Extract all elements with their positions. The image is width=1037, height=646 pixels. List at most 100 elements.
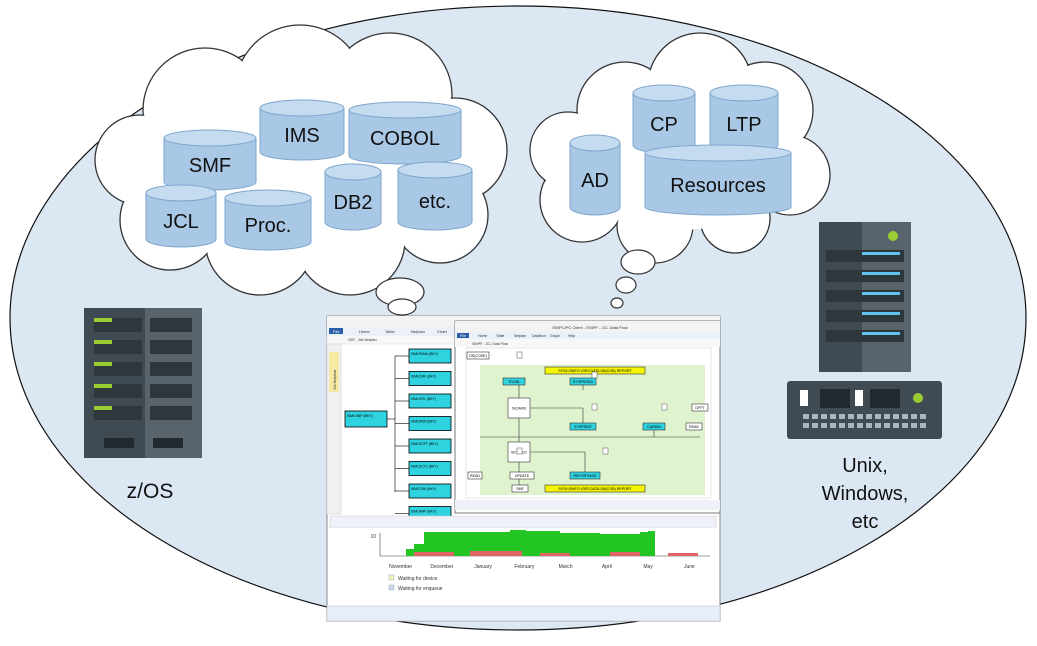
platform-line-1: Unix, — [842, 455, 888, 477]
ribbon-tab[interactable]: File — [333, 329, 340, 334]
cylinder-jcl: JCL — [145, 184, 217, 248]
pc-client-screenshot: ISNPC/PC Client - CBT - Job NetplanFileH… — [326, 315, 721, 622]
platform-line-3: etc — [851, 511, 879, 533]
x-tick-label: November — [389, 564, 412, 570]
cylinder-ad: AD — [569, 134, 621, 216]
child-job-node[interactable]: ISMLMSN (BKY) — [411, 420, 436, 424]
ribbon-tab[interactable]: Dataflow — [532, 334, 546, 338]
x-tick-label: January — [474, 564, 492, 570]
flow-node-right_edge[interactable]: READ — [685, 422, 703, 431]
flow-node-sysprint[interactable]: SYSPRINT — [569, 422, 597, 431]
ribbon-tab[interactable]: Home — [478, 334, 487, 338]
bar-device — [560, 533, 600, 556]
cylinder-label: AD — [581, 170, 609, 192]
legend-label: Waiting for enqueue — [398, 586, 443, 592]
child-job-node[interactable]: ISMLUCTL (BKY) — [411, 465, 438, 469]
tower-server-icon — [819, 222, 911, 372]
flow-node-label: DS(COSE) — [469, 354, 487, 358]
ribbon-tab[interactable]: Netplan — [411, 329, 425, 334]
flow-node-label: READ — [470, 474, 480, 478]
bar-device — [510, 530, 526, 556]
cylinder-label: etc. — [419, 191, 451, 213]
x-tick-label: March — [559, 564, 573, 570]
legend-swatch — [388, 574, 395, 581]
child-job-node[interactable]: ISMLGRL (BKY) — [411, 397, 436, 401]
bar-enqueue — [668, 553, 698, 556]
legend-swatch — [388, 584, 395, 591]
mainframe-server-icon — [84, 308, 202, 458]
flow-node-cardin[interactable]: CARDIN — [642, 422, 666, 431]
flow-node-label: SYS4.ISNFO.V3R3.DATA.DB(COB) REPORT — [558, 487, 632, 491]
flow-node-step1[interactable]: ISCAMS — [507, 397, 531, 419]
document-tab[interactable]: CBT : Job Netplan — [348, 338, 377, 342]
ribbon-tab[interactable]: Graph — [550, 334, 560, 338]
cylinder-label: SMF — [189, 155, 231, 177]
document-tab[interactable]: ISNPF : JCL Data Flow — [472, 342, 509, 346]
flow-node-dfo[interactable]: DFFT — [691, 403, 709, 412]
child-job-node[interactable]: ISMLNMF (BKY) — [411, 510, 436, 514]
x-tick-label: June — [684, 564, 695, 570]
cylinder-cobol: COBOL — [348, 101, 462, 165]
flow-node-top_left[interactable]: DS(COSE) — [466, 351, 490, 360]
cylinder-resources: Resources — [644, 144, 792, 216]
flow-node-smf[interactable]: SMF — [511, 484, 529, 493]
cylinder-ltp: LTP — [709, 84, 779, 154]
y-tick-label: 10 — [370, 534, 376, 540]
flow-node-sysin[interactable]: SYSIN — [502, 377, 526, 386]
cylinder-label: JCL — [163, 211, 199, 233]
child-job-node[interactable]: ISMLSOFT (BKY) — [411, 442, 438, 446]
child-job-node[interactable]: ISMLTOM (BKY) — [411, 487, 436, 491]
side-tab[interactable]: Job Netplans — [333, 369, 337, 390]
bar-enqueue — [414, 552, 454, 556]
cylinder-ims: IMS — [259, 99, 345, 161]
cylinder-label: CP — [650, 114, 678, 136]
front-window-title: ISNPC/PC Client - ISNPF - JCL Data Flow — [552, 325, 627, 330]
flow-node-left_edge[interactable]: READ — [467, 471, 483, 480]
platform-label-zos: z/OS — [126, 480, 174, 503]
flow-node-label: DFFT — [695, 406, 705, 410]
ribbon-tab[interactable]: File — [460, 334, 466, 338]
flow-node-ds_bottom[interactable]: SYS4.ISNFO.V3R3.DATA.DB(COB) REPORT — [544, 484, 646, 493]
bar-device — [526, 531, 560, 556]
flow-node-label: CARDIN — [647, 425, 661, 429]
legend-label: Waiting for device — [398, 576, 438, 582]
child-job-node[interactable]: ISMLPAMA (BKY) — [411, 352, 438, 356]
cylinder-etc: etc. — [397, 161, 473, 231]
bar-enqueue — [540, 553, 570, 556]
x-tick-label: April — [602, 564, 612, 570]
x-tick-label: December — [430, 564, 453, 570]
root-job-node[interactable]: ISMLNNF (BKY) — [347, 414, 373, 418]
cylinder-db2: DB2 — [324, 163, 382, 231]
bar-device — [600, 534, 640, 556]
flow-node-report[interactable]: REPORTMSG — [569, 471, 601, 480]
flow-node-label: SYSPRINT — [574, 425, 593, 429]
bar-device — [640, 532, 648, 556]
bar-device — [648, 531, 655, 556]
ribbon-tab[interactable]: Help — [568, 334, 575, 338]
flow-node-sysprod[interactable]: SYSPRODD — [569, 377, 597, 386]
cylinder-label: COBOL — [370, 128, 440, 150]
flow-node-label: READ — [689, 425, 699, 429]
flow-node-label: SYS4.ISNFO.V3R3.DATA.DB(COB) REPORT — [558, 369, 632, 373]
ribbon-tab[interactable]: Table — [496, 334, 504, 338]
cylinder-label: LTP — [726, 114, 761, 136]
cylinder-label: IMS — [284, 125, 320, 147]
cylinder-label: DB2 — [334, 192, 373, 214]
ribbon-tab[interactable]: Table — [385, 329, 395, 334]
ribbon-tab[interactable]: Home — [359, 329, 370, 334]
flow-node-label: SYSPRODD — [573, 380, 594, 384]
cylinder-smf: SMF — [163, 129, 257, 191]
ribbon-tab[interactable]: Chart — [437, 329, 448, 334]
x-tick-label: May — [643, 564, 653, 570]
ribbon-tab[interactable]: Netplan — [514, 334, 526, 338]
cylinder-cp: CP — [632, 84, 696, 154]
bar-device — [406, 549, 414, 556]
child-job-node[interactable]: ISMLCMF (BKY) — [411, 375, 436, 379]
flow-node-update[interactable]: UPDATE — [509, 471, 535, 480]
bar-device — [414, 544, 424, 556]
rack-server-icon — [787, 381, 942, 439]
